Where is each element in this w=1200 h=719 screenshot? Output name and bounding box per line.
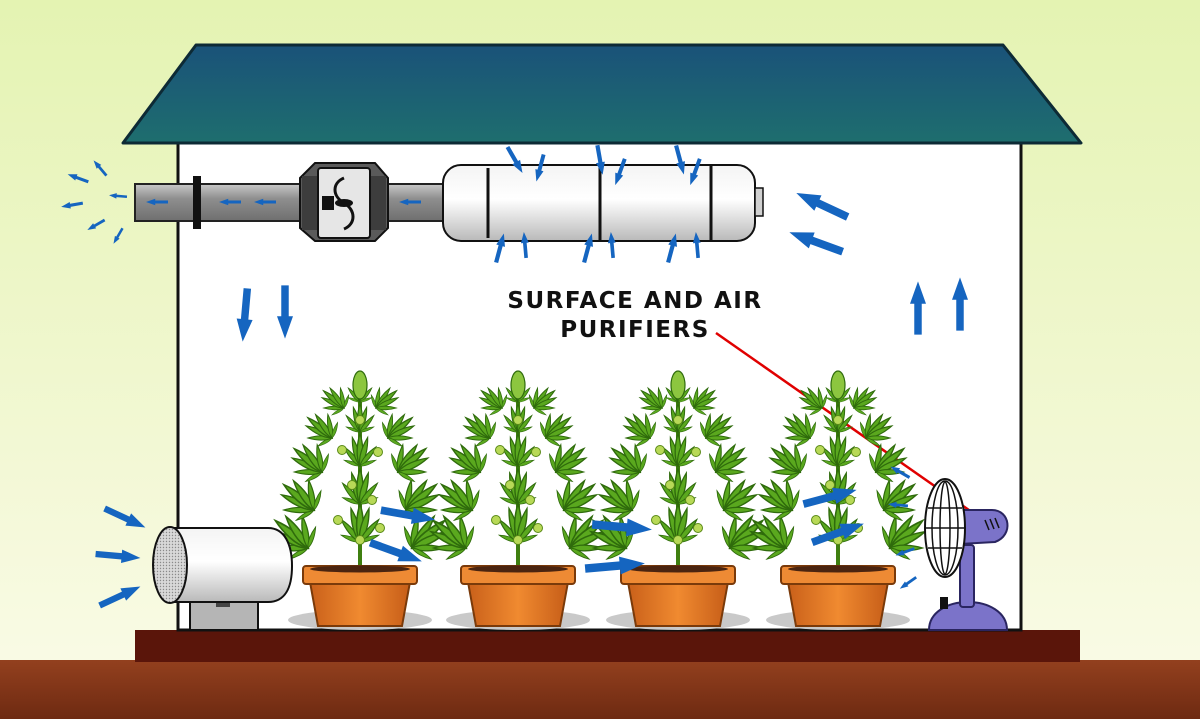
carbon-filter-icon [442,164,764,242]
exhaust-duct-system [134,162,764,242]
cannabis-plant-icon [270,370,450,630]
plants-group [270,370,928,630]
floor-slab [135,630,1080,662]
ground [0,660,1200,719]
wall-flange [193,176,201,229]
intake-blower-icon [152,526,294,631]
roof [121,43,1083,145]
cannabis-plant-icon [588,370,768,630]
blower-grill [152,526,188,604]
label-line-2: PURIFIERS [560,317,710,343]
label-line-1: SURFACE AND AIR [507,288,762,314]
cannabis-plant-icon [428,370,608,630]
inline-fan-icon [299,162,389,242]
callout: SURFACE AND AIR PURIFIERS [507,288,983,522]
oscillating-fan-icon [924,478,1009,631]
cannabis-plant-icon [748,370,928,630]
